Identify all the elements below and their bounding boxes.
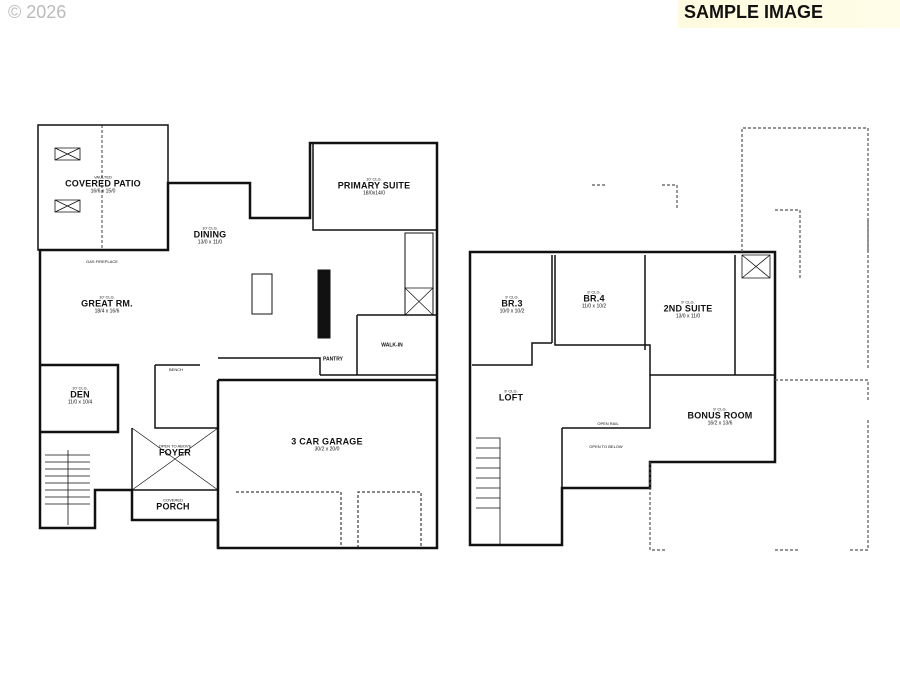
ceiling-note: 9' CLG. [505,294,519,300]
ceiling-note: 9' CLG. [504,388,518,394]
room-den: 10' CLG. DEN 11/0 x 10/4 [67,385,93,406]
main-floor-outline [38,141,439,550]
room-dims: 16/2 x 13/6 [707,420,733,427]
room-name: GREAT RM. [81,298,133,309]
ceiling-note: 9' CLG. [713,406,727,412]
den-walls [40,363,120,434]
room-name: PRIMARY SUITE [337,180,411,191]
ceiling-note: OPEN TO ABOVE [158,443,192,449]
room-name: BR.4 [583,293,605,304]
room-name: DINING [193,229,227,240]
room-name: BONUS ROOM [687,410,753,421]
ceiling-note: 9' CLG. [681,299,695,305]
room-dims: 13/0 x 11/0 [197,239,223,246]
ceiling-note: 10' CLG. [99,294,115,300]
fireplace-note: GAS FIREPLACE [86,259,118,264]
open-rail-note: OPEN RAIL [597,421,619,426]
room-name: OPEN TO BELOW [589,444,623,449]
garage-walls [216,378,437,548]
room-name: PANTRY [323,356,343,363]
ceiling-note: 10' CLG. [202,225,218,231]
room-open-to-below: OPEN TO BELOW [589,445,622,449]
room-porch: COVERED PORCH [156,497,190,512]
room-dims: 30/2 x 20/0 [314,446,340,453]
room-name: LOFT [498,392,524,403]
room-name: BR.3 [501,298,523,309]
room-bonus-room: 9' CLG. BONUS ROOM 16/2 x 13/6 [687,406,753,427]
room-loft: 9' CLG. LOFT [498,388,524,403]
room-br4: 9' CLG. BR.4 11/0 x 10/2 [581,289,607,310]
ceiling-note: VAULTED [94,174,112,180]
room-walk-in: WALK-IN [381,342,403,349]
room-dims: 16/6 x 15/0 [90,188,116,195]
room-name: FOYER [158,447,191,458]
room-dims: 11/0 x 10/4 [67,399,93,406]
room-foyer: OPEN TO ABOVE FOYER [158,443,192,458]
room-dims: 10/0 x 10/2 [499,308,525,315]
ceiling-note: 9' CLG. [587,289,601,295]
room-name: 3 CAR GARAGE [291,436,363,447]
room-garage: 3 CAR GARAGE 30/2 x 20/0 [291,436,363,453]
room-dining: 10' CLG. DINING 13/0 x 11/0 [193,225,227,246]
ceiling-note: 10' CLG. [366,176,382,182]
room-covered-patio: VAULTED COVERED PATIO 16/6 x 15/0 [65,174,141,195]
bench-note: BENCH [168,367,184,372]
room-name: WALK-IN [381,342,403,349]
copyright-notice: © 2026 [8,2,67,22]
room-dims: 11/0 x 10/2 [581,303,607,310]
room-name: DEN [70,389,90,400]
main-floor-walls [37,124,439,550]
lower-floor-dashed-outline [592,127,869,551]
room-dims: 13/0 x 11/0 [675,313,701,320]
room-name: PORCH [156,501,190,512]
ceiling-note: COVERED [163,497,183,503]
ceiling-note: 10' CLG. [72,385,88,391]
room-dims: 18/4 x 16/6 [94,308,120,315]
room-2nd-suite: 9' CLG. 2ND SUITE 13/0 x 11/0 [663,299,713,320]
room-dims: 18/0x14/0 [363,190,385,197]
room-pantry: PANTRY [323,356,343,363]
room-br3: 9' CLG. BR.3 10/0 x 10/2 [499,294,525,315]
room-name: 2ND SUITE [663,303,713,314]
room-great-room: 10' CLG. GREAT RM. 18/4 x 16/6 [81,294,133,315]
sample-image-watermark: SAMPLE IMAGE [678,0,900,28]
room-primary-suite: 10' CLG. PRIMARY SUITE 18/0x14/0 [337,176,411,197]
room-name: COVERED PATIO [65,178,141,189]
